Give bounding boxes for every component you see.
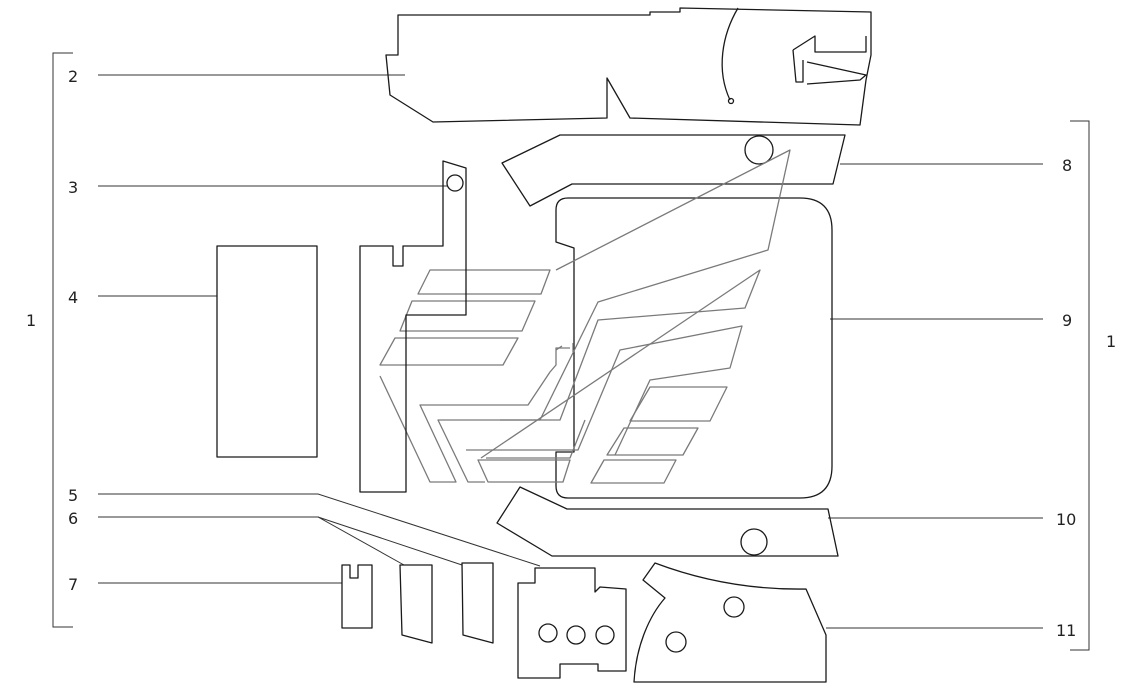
callout-label-2: 2 bbox=[68, 67, 78, 86]
leader-line-6 bbox=[98, 516, 463, 566]
part-8-upper-wedge-panel bbox=[501, 134, 846, 207]
callout-label-3: 3 bbox=[68, 178, 78, 197]
part-2-top-panel bbox=[385, 7, 872, 126]
callout-label-9: 9 bbox=[1062, 311, 1072, 330]
callout-label-7: 7 bbox=[68, 575, 78, 594]
part-9-large-rounded-panel bbox=[555, 197, 833, 499]
callout-label-8: 8 bbox=[1062, 156, 1072, 175]
callout-label-4: 4 bbox=[68, 288, 78, 307]
assembly-label-left: 1 bbox=[26, 311, 36, 330]
part-4-rectangle-panel bbox=[216, 245, 318, 458]
part-11-curved-panel bbox=[633, 562, 827, 683]
part-3-tall-panel bbox=[359, 160, 467, 493]
part-10-lower-wedge-panel bbox=[496, 486, 839, 557]
assembly-bracket-left bbox=[52, 52, 73, 628]
internal-section-outlines bbox=[379, 149, 791, 484]
leader-line-5 bbox=[98, 493, 541, 567]
part-7-small-block bbox=[341, 564, 373, 629]
part-5-three-hole-panel bbox=[517, 567, 627, 679]
assembly-label-right: 1 bbox=[1106, 332, 1116, 351]
callout-label-5: 5 bbox=[68, 486, 78, 505]
callout-label-11: 11 bbox=[1056, 621, 1076, 640]
part-6-strips bbox=[399, 562, 494, 644]
assembly-bracket-right bbox=[1070, 120, 1090, 651]
callout-label-6: 6 bbox=[68, 509, 78, 528]
callout-label-10: 10 bbox=[1056, 510, 1076, 529]
